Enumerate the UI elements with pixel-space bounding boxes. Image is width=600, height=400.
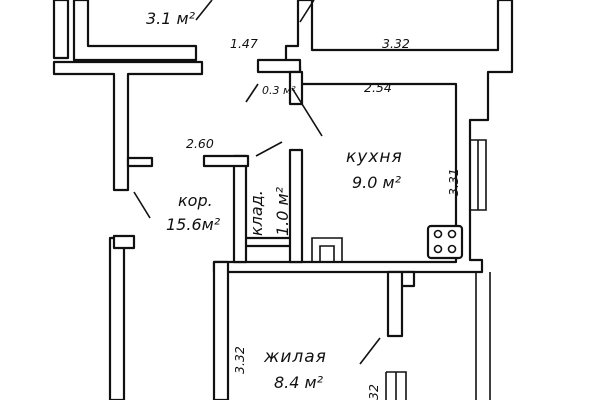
door-swing-corridor xyxy=(133,191,151,219)
window-right xyxy=(470,139,487,211)
dimension-332-top: 3.32 xyxy=(382,36,410,51)
wall-outer-right xyxy=(475,272,491,400)
living-area: 8.4 м² xyxy=(274,373,324,392)
wall-top-left xyxy=(52,0,70,60)
stove-burner xyxy=(433,229,443,239)
dimension-254: 2.54 xyxy=(364,80,392,95)
door-swing-top xyxy=(299,0,315,23)
door-swing-kitchen xyxy=(291,87,323,137)
wall-bathroom xyxy=(72,0,198,62)
stove-burner xyxy=(447,229,457,239)
wall-living-divider xyxy=(212,260,230,400)
wall-bump-left xyxy=(126,156,154,168)
wall-upper-horizontal xyxy=(52,60,204,192)
storage-small-area: 0.3 м² xyxy=(262,84,296,97)
kitchen-label: кухня xyxy=(346,147,403,167)
dimension-32-partial: 32 xyxy=(366,384,381,400)
door-swing-small xyxy=(245,83,259,103)
wall-stub-260 xyxy=(202,154,250,168)
kitchen-sink xyxy=(311,237,343,262)
dimension-260: 2.60 xyxy=(186,136,214,151)
dimension-332-left: 3.32 xyxy=(232,346,247,374)
stove-burner xyxy=(447,244,457,254)
dimension-331: 3.31 xyxy=(446,168,461,196)
window-bottom xyxy=(385,371,407,400)
corridor-label: кор. xyxy=(178,191,213,210)
corridor-area: 15.6м² xyxy=(166,215,221,234)
door-swing-living xyxy=(359,337,381,365)
wall-corridor-left-stub xyxy=(112,234,136,250)
bathroom-area: 3.1 м² xyxy=(146,9,196,28)
closet-area: 1.0 м² xyxy=(273,186,292,236)
stove-burner xyxy=(433,244,443,254)
door-swing-closet xyxy=(255,141,283,157)
living-label: жилая xyxy=(263,347,327,367)
closet-label: клад. xyxy=(247,190,266,236)
kitchen-stove xyxy=(426,224,464,260)
wall-kitchen-bottom xyxy=(256,58,302,74)
wall-living-right xyxy=(386,270,416,338)
door-swing-bath xyxy=(195,0,213,21)
dimension-147: 1.47 xyxy=(230,36,258,51)
kitchen-area: 9.0 м² xyxy=(352,173,402,192)
wall-living-left xyxy=(108,236,126,400)
